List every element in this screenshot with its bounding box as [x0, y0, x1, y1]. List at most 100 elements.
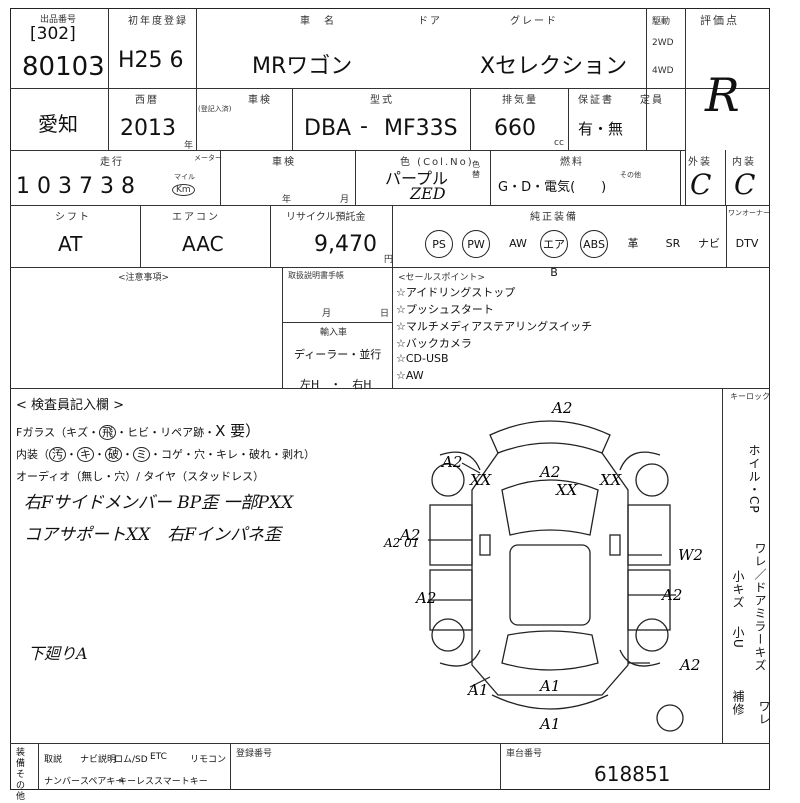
damage-mark: A2 [414, 589, 436, 607]
interior-line-rest: ・コゲ・穴・キレ・破れ・剥れ） [150, 448, 315, 461]
serial-value: 618851 [594, 762, 671, 786]
rule [646, 8, 647, 150]
interior-value: C [734, 168, 756, 201]
drive-4wd: 4WD [652, 66, 674, 76]
meter-label: メーター [194, 154, 222, 162]
interior-line-start: 内装（ [16, 448, 49, 461]
recycle-unit: 円 [384, 255, 394, 265]
shift-label: シフト [55, 212, 91, 223]
record-label: 取扱説明書手帳 [288, 271, 344, 280]
damage-mark: A1 [538, 715, 560, 733]
damage-mark: XX [599, 471, 623, 489]
car-name-value: MRワゴン [252, 54, 353, 79]
footer-item: ETC [150, 752, 167, 762]
side-text-4: 小U [731, 626, 745, 649]
rule [680, 150, 681, 205]
rule [722, 388, 723, 743]
footer-item: リモコン [190, 755, 227, 765]
warranty-label: 保証書 [578, 95, 614, 106]
mileage-unit-km: Km [172, 184, 195, 196]
rule [10, 267, 770, 268]
rule [392, 205, 393, 388]
footer-item: ロム/SD [114, 755, 148, 765]
side-text-5: 補修 [731, 690, 745, 716]
sale-point-item: ☆マルチメディアステアリングスイッチ [396, 320, 593, 333]
record-month: 月 [322, 309, 332, 319]
fuel-label: 燃料 [560, 157, 584, 168]
model-label: 型式 [370, 95, 394, 106]
car-name-label: 車 名 [300, 16, 336, 27]
shift-value: AT [58, 232, 83, 256]
glass-required: X 要） [215, 422, 261, 440]
rule [10, 388, 770, 389]
interior-item: ミ [133, 447, 150, 462]
equipment-option: ナビ [698, 237, 720, 250]
mileage-value: 1 0 3 7 3 8 [16, 174, 135, 199]
drive-2wd: 2WD [652, 38, 674, 48]
rule [355, 150, 356, 205]
equipment-option: SR [665, 237, 681, 250]
sheet-frame [10, 8, 770, 790]
glass-line: Fガラス（キズ・飛・ヒビ・リペア跡・X 要） [16, 420, 260, 441]
rule [10, 743, 770, 744]
interior-line: 内装（汚・キ・破・ミ・コゲ・穴・キレ・破れ・剥れ） [16, 447, 315, 462]
model-dash: - [360, 114, 368, 139]
footer-equip-label: 装備 [16, 748, 26, 769]
rule [10, 150, 685, 151]
handwritten-note-2: コアサポートXX 右Fインパネ歪 [24, 525, 281, 545]
footer-item: ナンバー [44, 777, 81, 787]
aircon-label: エアコン [172, 212, 220, 223]
first-reg-label: 初年度登録 [128, 16, 188, 27]
footer-item: 取説 [44, 755, 63, 765]
equipment-option: エアB [540, 230, 568, 279]
displacement-value: 660 [494, 116, 536, 141]
reg-number-label: 登録番号 [236, 749, 273, 759]
footer-item: スマートキー [154, 777, 208, 787]
handwritten-note-1: 右Fサイドメンバー BP歪 一部PXX [24, 493, 294, 513]
recycle-label: リサイクル預託金 [286, 212, 366, 223]
damage-mark: A2 [678, 656, 700, 674]
recycle-value: 9,470 [314, 232, 377, 257]
eval-label: 評価点 [700, 14, 739, 27]
key-owner-label: ワンオーナー [728, 209, 770, 217]
exhibit-label: 出品番号 [40, 15, 77, 25]
rule [270, 205, 271, 267]
displacement-label: 排気量 [502, 95, 538, 106]
year-label: 西暦 [135, 95, 159, 106]
equipment-option: AW [509, 237, 527, 250]
eval-score: R [705, 68, 740, 122]
rule [220, 150, 221, 205]
sale-points-label: <セールスポイント> [398, 273, 486, 283]
capacity-label: 定員 [640, 95, 664, 106]
interior-item: 汚 [49, 447, 66, 462]
footer-etc-label: その他 [16, 770, 26, 802]
damage-mark: A1 [538, 677, 560, 695]
damage-mark: A2 [440, 453, 462, 471]
damage-mark: A2 [550, 399, 572, 417]
rule [685, 8, 686, 205]
import-label: 輸入車 [320, 328, 348, 338]
displacement-unit: cc [554, 138, 564, 148]
footer-item: スペアキー [80, 777, 125, 787]
inspection-title: < 検査員記入欄 > [16, 398, 125, 413]
equipment-option: PS [425, 230, 453, 258]
audio-line: オーディオ（無し・穴）/ タイヤ（スタッドレス） [16, 470, 265, 483]
glass-line-a: Fガラス（キズ・ [16, 426, 100, 439]
fuel-value: G・D・電気( ) [498, 180, 607, 195]
rule [725, 150, 726, 205]
damage-mark: A1 [466, 681, 488, 699]
damage-mark: A2 [398, 526, 420, 544]
mileage-label: 走行 [100, 157, 124, 168]
side-text-1: ホイル・CP [747, 444, 761, 514]
color-label: 色 (Col.No) [400, 157, 474, 168]
rule [726, 205, 727, 267]
inspection-month: 月 [340, 195, 350, 205]
rule [140, 205, 141, 267]
equipment-option: DTV [735, 237, 759, 250]
import-value: ディーラー・並行 [294, 348, 382, 361]
damage-side-label: A2 01 [383, 536, 419, 550]
rule [196, 8, 197, 88]
damage-mark: A2 [538, 463, 560, 481]
